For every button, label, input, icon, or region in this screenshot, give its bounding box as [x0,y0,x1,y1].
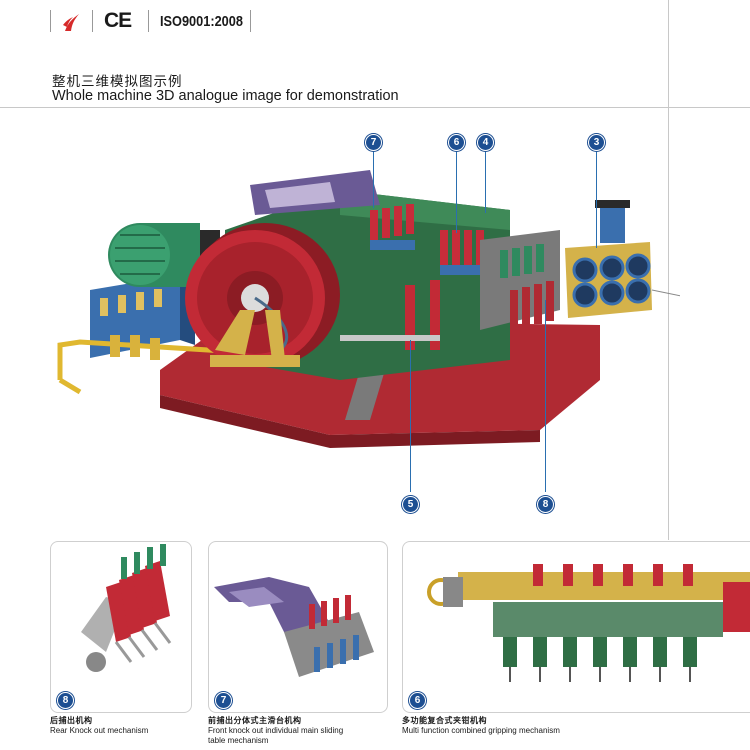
panel-gripping: 6 [402,541,750,713]
panel-badge: 8 [57,692,74,709]
caption-cn: 后捕出机构 [50,716,93,725]
panel-front-knockout: 7 [208,541,388,713]
header-divider [50,10,51,32]
page-title-cn: 整机三维模拟图示例 [52,74,183,89]
horizontal-rule [0,107,750,108]
header-divider [250,10,251,32]
caption-cn: 多功能复合式夹钳机构 [402,716,487,725]
rear-knockout-illustration [81,544,172,672]
callout-leader [373,148,374,208]
callout-leader [545,300,546,492]
callout-badge: 3 [588,134,605,151]
page-title-en: Whole machine 3D analogue image for demo… [52,88,399,104]
callout-leader [456,148,457,233]
caption-cn: 前捕出分体式主滑台机构 [208,716,302,725]
header-divider [148,10,149,32]
caption-front-knockout: 前捕出分体式主滑台机构 Front knock out individual m… [208,716,343,746]
callout-badge: 7 [365,134,382,151]
company-logo-icon [63,14,79,31]
vertical-rule [668,0,669,540]
callout-badge: 5 [402,496,419,513]
header: CE ISO9001:2008 [0,0,750,48]
callout-leader [410,340,411,492]
caption-en-line1: Front knock out individual main sliding [208,726,344,735]
panel-badge: 6 [409,692,426,709]
caption-en-line2: table mechanism [208,736,269,745]
caption-gripping: 多功能复合式夹钳机构 Multi function combined gripp… [402,716,560,736]
caption-en: Multi function combined gripping mechani… [402,726,560,735]
caption-en: Rear Knock out mechanism [50,726,149,735]
callout-leader [485,148,486,213]
panel-rear-knockout: 8 [50,541,192,713]
gripping-mechanism-illustration [427,564,750,682]
machine-3d-illustration [57,170,680,448]
iso-mark: ISO9001:2008 [160,13,243,30]
callout-leader [596,148,597,248]
callout-badge: 8 [537,496,554,513]
callout-badge: 4 [477,134,494,151]
caption-rear-knockout: 后捕出机构 Rear Knock out mechanism [50,716,148,736]
header-divider [92,10,93,32]
callout-badge: 6 [448,134,465,151]
front-knockout-illustration [214,577,374,677]
ce-mark: CE [104,9,132,32]
panel-badge: 7 [215,692,232,709]
